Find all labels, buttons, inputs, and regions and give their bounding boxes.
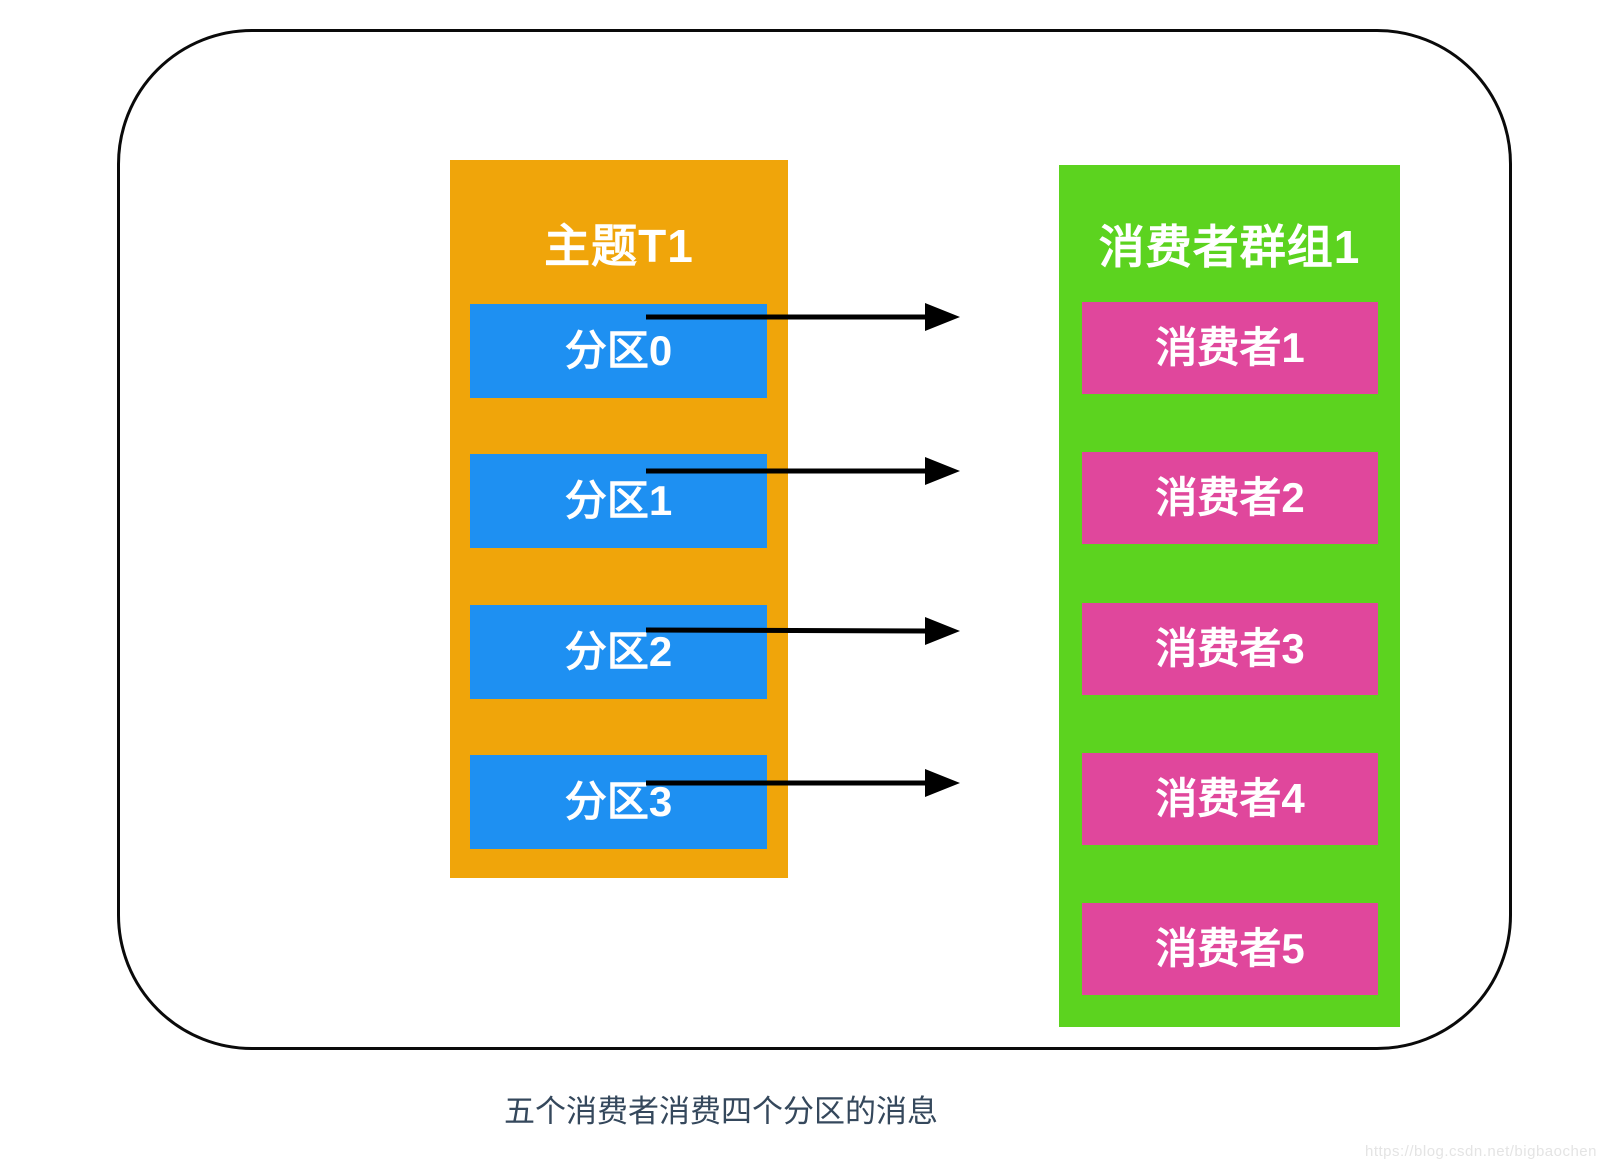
- consumer-group-panel: 消费者群组1 消费者1 消费者2 消费者3 消费者4 消费者5: [1059, 165, 1400, 1027]
- diagram-frame: 主题T1 分区0 分区1 分区2 分区3 消费者群组1 消费者1 消费者2 消费…: [117, 29, 1512, 1050]
- consumer-node-1: 消费者1: [1082, 302, 1378, 394]
- caption: 五个消费者消费四个分区的消息: [504, 1094, 938, 1129]
- consumer-node-5: 消费者5: [1082, 903, 1378, 995]
- consumer-node-3: 消费者3: [1082, 603, 1378, 695]
- partition-node-1: 分区1: [470, 454, 767, 548]
- topic-panel: 主题T1 分区0 分区1 分区2 分区3: [450, 160, 788, 878]
- consumer-node-2: 消费者2: [1082, 452, 1378, 544]
- topic-title: 主题T1: [544, 220, 694, 272]
- partition-node-3: 分区3: [470, 755, 767, 849]
- consumer-group-title: 消费者群组1: [1098, 221, 1361, 273]
- consumer-node-4: 消费者4: [1082, 753, 1378, 845]
- partition-node-0: 分区0: [470, 304, 767, 398]
- watermark: https://blog.csdn.net/bigbaochen: [1365, 1143, 1597, 1160]
- partition-node-2: 分区2: [470, 605, 767, 699]
